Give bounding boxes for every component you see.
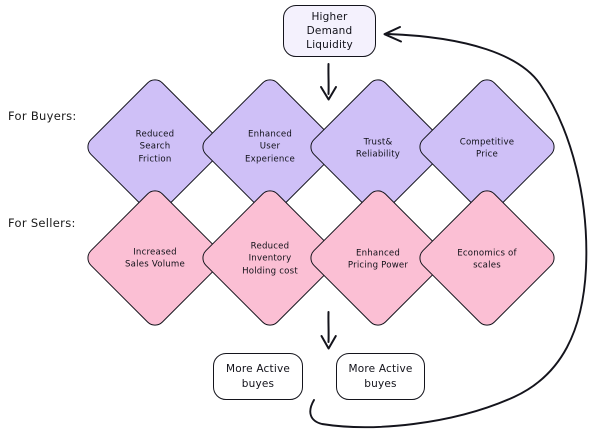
node-more-active-buyers-left[interactable]: More Active buyes xyxy=(213,353,303,400)
arrow-feedback-loop xyxy=(309,26,588,429)
row-label-buyers: For Buyers: xyxy=(8,109,77,123)
node-label: More Active buyes xyxy=(348,363,413,390)
node-label: More Active buyes xyxy=(225,363,291,390)
node-more-active-buyers-right[interactable]: More Active buyes xyxy=(336,353,425,400)
row-label-sellers: For Sellers: xyxy=(8,216,76,230)
arrow-top-to-buyers xyxy=(320,63,337,101)
arrow-sellers-to-outcomes xyxy=(320,311,337,350)
